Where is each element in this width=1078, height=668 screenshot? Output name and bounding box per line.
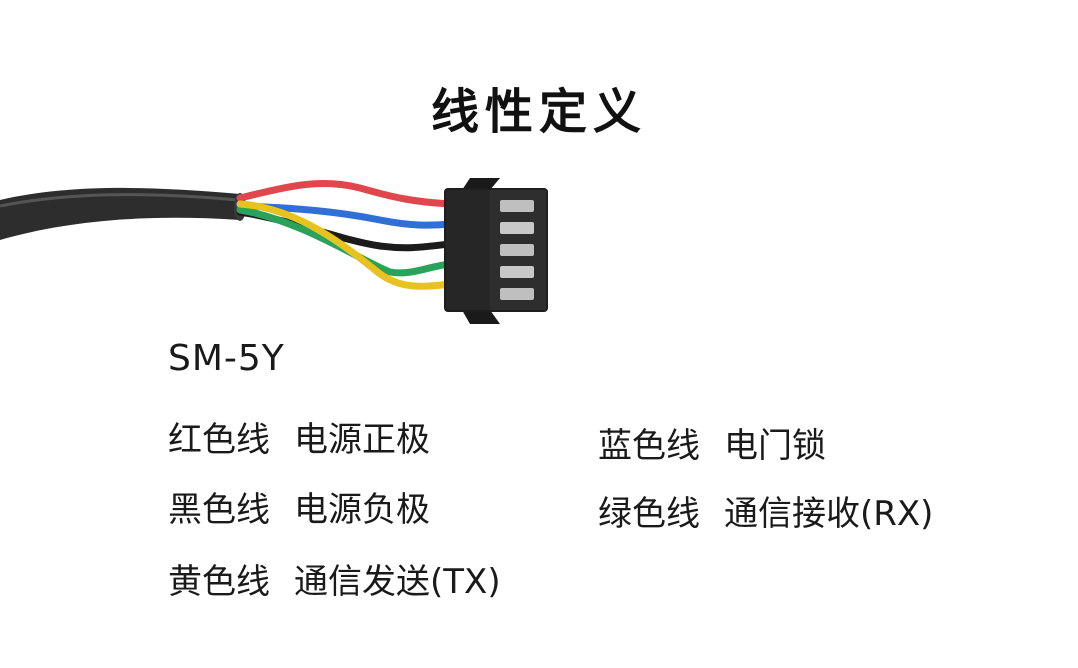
wire-legend-item: 绿色线通信接收(RX): [598, 486, 933, 535]
blue-wire: [236, 202, 454, 229]
page-title: 线性定义: [430, 84, 647, 140]
wire-color-name: 红色线: [168, 420, 270, 460]
wire-function: 通信发送(TX): [294, 562, 501, 602]
wire-function: 通信接收(RX): [724, 494, 934, 534]
wire-color-name: 黑色线: [168, 490, 270, 530]
connector-cable-illustration: [0, 178, 548, 324]
wire-legend-item: 黄色线通信发送(TX): [168, 554, 501, 603]
wire-legend-item: 红色线电源正极: [168, 412, 430, 461]
wire-function: 电门锁: [724, 426, 826, 466]
connector-housing: [444, 178, 548, 324]
connector-pins: [500, 200, 534, 300]
wire-color-name: 蓝色线: [598, 426, 700, 466]
yellow-wire: [236, 200, 454, 290]
wire-legend-item: 蓝色线电门锁: [598, 418, 826, 467]
wire-legend-item: 黑色线电源负极: [168, 482, 430, 531]
wire-color-name: 绿色线: [598, 494, 700, 534]
red-wire: [236, 179, 454, 208]
wire-function: 电源负极: [294, 490, 430, 530]
model-label: SM-5Y: [168, 338, 285, 379]
wire-color-name: 黄色线: [168, 562, 270, 602]
wire-function: 电源正极: [294, 420, 430, 460]
green-wire: [236, 206, 454, 277]
cable-jacket: [0, 187, 240, 240]
